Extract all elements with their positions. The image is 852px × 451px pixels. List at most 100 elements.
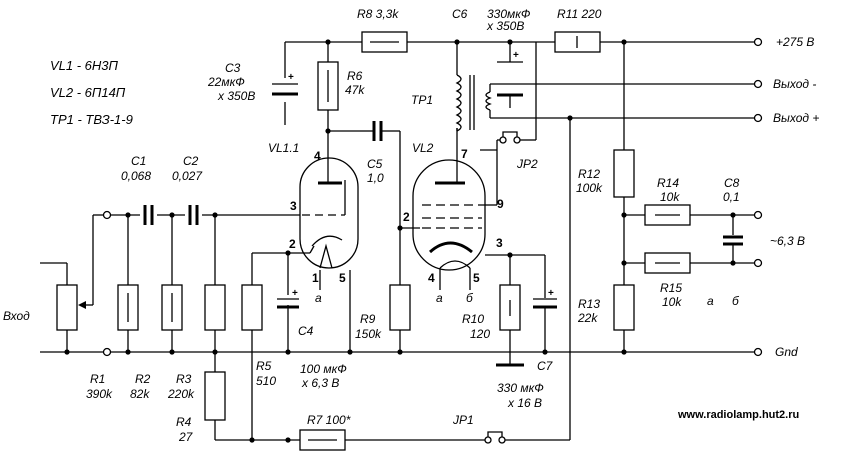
- label-c1-name: C1: [131, 154, 146, 168]
- label-vl11: VL1.1: [268, 141, 299, 155]
- labels: VL1 - 6Н3П VL2 - 6П14П TP1 - ТВЗ-1-9 +27…: [3, 7, 819, 444]
- resistor-input-pot: [56, 284, 78, 331]
- label-input: Вход: [3, 309, 30, 323]
- label-r2-name: R2: [135, 372, 151, 386]
- resistor-r9: [389, 284, 411, 331]
- svg-text:5: 5: [473, 271, 480, 285]
- label-r8: R8 3,3k: [357, 7, 399, 21]
- label-r15-name: R15: [660, 281, 682, 295]
- tube-vl2: [412, 150, 486, 271]
- label-out-minus: Выход -: [773, 77, 816, 91]
- label-c6-value: 330мкФ: [487, 7, 531, 21]
- label-c8-name: C8: [724, 176, 740, 190]
- capacitors: + + + +: [143, 50, 743, 309]
- note-vl1: VL1 - 6Н3П: [50, 58, 119, 73]
- svg-text:б: б: [732, 294, 740, 308]
- label-gnd: Gnd: [775, 345, 798, 359]
- label-c5-value: 1,0: [367, 171, 384, 185]
- label-c2-value: 0,027: [172, 169, 203, 183]
- label-r10-value: 120: [470, 327, 490, 341]
- junctions: [64, 39, 736, 443]
- svg-text:+: +: [288, 72, 294, 83]
- label-heater: ~6,3 В: [770, 234, 805, 248]
- label-c2-name: C2: [183, 154, 199, 168]
- label-c4-voltage: x 6,3 В: [301, 376, 339, 390]
- resistor-r4: [204, 371, 226, 421]
- resistor-r3: [204, 284, 226, 331]
- svg-text:2: 2: [403, 210, 410, 224]
- label-r6-name: R6: [347, 69, 363, 83]
- note-tp1: TP1 - ТВЗ-1-9: [50, 112, 133, 127]
- terminals: [102, 37, 763, 357]
- label-tp1: TP1: [411, 93, 433, 107]
- svg-text:а: а: [315, 291, 322, 305]
- label-vl2: VL2: [412, 141, 434, 155]
- svg-text:3: 3: [290, 199, 297, 213]
- label-c6-name: C6: [452, 7, 468, 21]
- label-r14-value: 10k: [660, 190, 680, 204]
- label-c6-voltage: x 350В: [486, 19, 524, 33]
- label-plus275: +275 В: [776, 35, 814, 49]
- resistor-r12: [613, 149, 635, 198]
- label-r12-value: 100k: [576, 181, 603, 195]
- svg-text:3: 3: [496, 236, 503, 250]
- label-r1-value: 390k: [86, 387, 113, 401]
- label-r3-name: R3: [176, 372, 192, 386]
- label-c7-voltage: x 16 В: [507, 396, 542, 410]
- svg-text:2: 2: [289, 237, 296, 251]
- svg-text:б: б: [466, 291, 474, 305]
- label-r13-name: R13: [578, 297, 600, 311]
- label-r6-value: 47k: [345, 83, 365, 97]
- label-r4-name: R4: [176, 415, 192, 429]
- label-r5-name: R5: [256, 359, 272, 373]
- label-out-plus: Выход +: [773, 111, 819, 125]
- tube-vl1: [299, 157, 359, 269]
- label-c7: C7: [537, 359, 554, 373]
- label-c4: C4: [298, 324, 314, 338]
- svg-text:4: 4: [428, 271, 435, 285]
- svg-text:9: 9: [497, 197, 504, 211]
- wires: [40, 41, 755, 441]
- label-c7-value: 330 мкФ: [497, 381, 544, 395]
- svg-text:5: 5: [339, 271, 346, 285]
- note-vl2: VL2 - 6П14П: [50, 85, 126, 100]
- svg-text:+: +: [513, 50, 519, 61]
- label-r9-name: R9: [360, 312, 376, 326]
- label-r2-value: 82k: [130, 387, 150, 401]
- svg-text:а: а: [707, 294, 714, 308]
- label-c5-name: C5: [367, 157, 383, 171]
- resistor-r13: [613, 284, 635, 331]
- label-r13-value: 22k: [577, 311, 598, 325]
- label-r15-value: 10k: [662, 295, 682, 309]
- svg-text:а: а: [436, 291, 443, 305]
- label-c8-value: 0,1: [723, 190, 740, 204]
- label-r4-value: 27: [178, 430, 194, 444]
- label-c3-name: C3: [225, 61, 241, 75]
- label-c1-value: 0,068: [121, 169, 151, 183]
- jumpers: [484, 131, 521, 444]
- output-transformer: [455, 74, 492, 132]
- svg-text:4: 4: [314, 149, 321, 163]
- label-r7: R7 100*: [307, 413, 351, 427]
- svg-text:7: 7: [461, 147, 468, 161]
- label-jp2: JP2: [516, 157, 538, 171]
- label-c3-voltage: x 350В: [217, 89, 255, 103]
- footer-url: www.radiolamp.hut2.ru: [677, 409, 799, 421]
- label-c3-value: 22мкФ: [207, 75, 245, 89]
- svg-text:+: +: [548, 288, 554, 299]
- label-r11: R11 220: [557, 7, 602, 21]
- resistor-r5: [241, 284, 263, 331]
- label-r10-name: R10: [462, 312, 484, 326]
- label-r1-name: R1: [90, 372, 105, 386]
- label-r14-name: R14: [657, 176, 679, 190]
- label-r12-name: R12: [578, 167, 600, 181]
- resistors: [56, 31, 691, 451]
- svg-text:+: +: [292, 288, 298, 299]
- label-c4-value: 100 мкФ: [300, 362, 347, 376]
- label-r9-value: 150k: [355, 327, 382, 341]
- label-jp1: JP1: [452, 413, 474, 427]
- svg-text:1: 1: [312, 271, 319, 285]
- label-r3-value: 220k: [167, 387, 195, 401]
- label-r5-value: 510: [256, 374, 276, 388]
